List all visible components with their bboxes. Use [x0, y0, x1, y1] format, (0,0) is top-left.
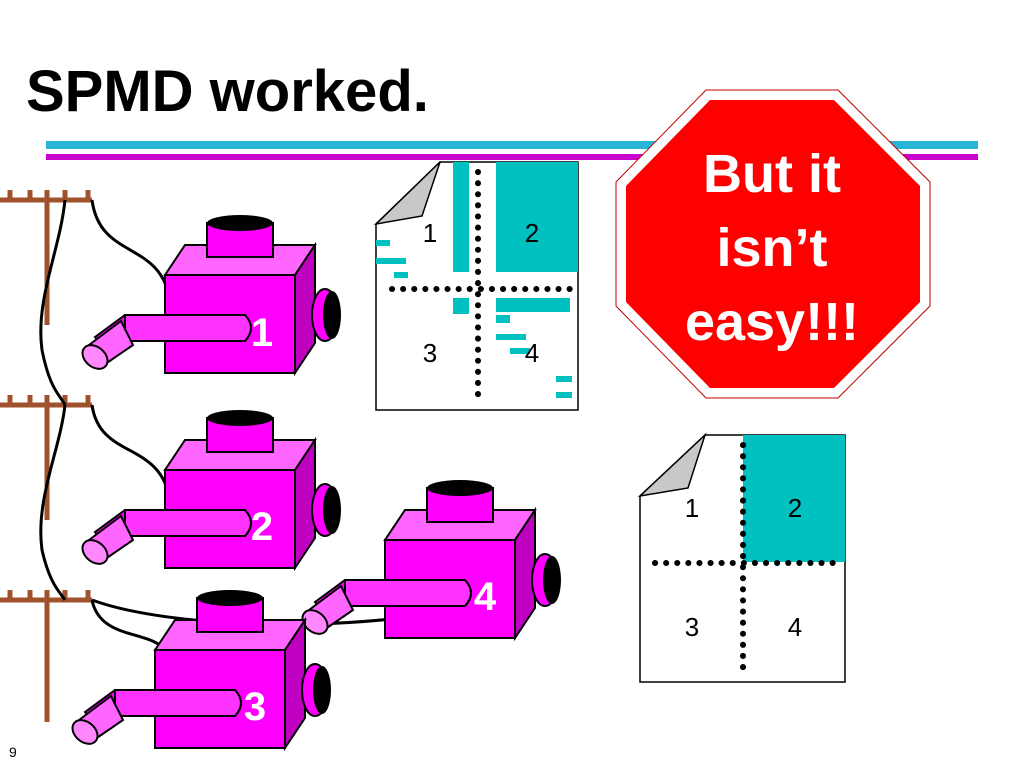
stop-sign: But it isn’t easy!!! — [615, 89, 931, 399]
processor-1 — [76, 214, 342, 375]
processor-2 — [76, 409, 342, 570]
pole-bottom — [0, 590, 92, 722]
matrix-bottom-q4: 4 — [788, 612, 802, 642]
matrix-top-q2: 2 — [525, 218, 539, 248]
pole-top — [0, 190, 92, 325]
processor-3-label: 3 — [244, 685, 266, 729]
matrix-bottom-q2: 2 — [788, 493, 802, 523]
matrix-top-q1: 1 — [423, 218, 437, 248]
matrix-top-q4: 4 — [525, 338, 539, 368]
processor-3 — [66, 589, 332, 750]
matrix-top-q3: 3 — [423, 338, 437, 368]
stop-sign-line-2: isn’t — [716, 218, 827, 278]
processor-2-label: 2 — [251, 505, 273, 549]
header-rule-cyan — [46, 141, 978, 149]
processor-4-label: 4 — [474, 575, 497, 619]
stop-sign-line-3: easy!!! — [685, 292, 859, 352]
stop-sign-line-1: But it — [703, 144, 841, 204]
slide-title: SPMD worked. — [26, 59, 429, 124]
matrix-bottom-q1: 1 — [685, 493, 699, 523]
matrix-bottom: 1 2 3 4 — [637, 432, 846, 683]
page-number: 9 — [9, 744, 17, 760]
header-rule-magenta — [46, 154, 978, 160]
pole-middle — [0, 395, 92, 520]
matrix-top: 1 2 3 4 — [373, 161, 579, 411]
matrix-bottom-q3: 3 — [685, 612, 699, 642]
processor-1-label: 1 — [251, 311, 273, 355]
